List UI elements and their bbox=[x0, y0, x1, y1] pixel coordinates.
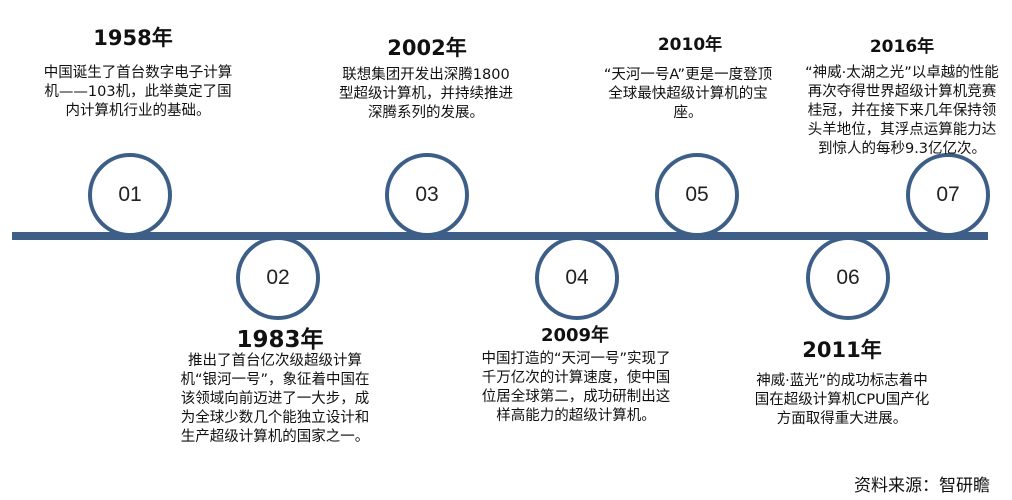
milestone-node-06: 06 bbox=[806, 236, 890, 320]
milestone-year-2010: 2010年 bbox=[657, 35, 723, 55]
milestone-node-05: 05 bbox=[655, 153, 739, 237]
milestone-desc-1983: 推出了首台亿次级超级计算机“银河一号”，象征着中国在该领域向前迈进了一大步，成为… bbox=[180, 353, 370, 445]
node-number: 05 bbox=[685, 183, 709, 206]
milestone-node-02: 02 bbox=[236, 236, 320, 320]
milestone-node-07: 07 bbox=[906, 153, 990, 237]
milestone-desc-2016: “神威·太湖之光”以卓越的性能再次夺得世界超级计算机竞赛桂冠，并在接下来几年保持… bbox=[805, 65, 999, 157]
node-number: 07 bbox=[936, 183, 960, 206]
milestone-year-1958: 1958年 bbox=[93, 26, 173, 50]
milestone-desc-1958: 中国诞生了首台数字电子计算机——103机，此举奠定了国内计算机行业的基础。 bbox=[43, 65, 233, 119]
node-number: 03 bbox=[415, 183, 439, 206]
milestone-desc-2009: 中国打造的“天河一号”实现了千万亿次的计算速度，使中国位居全球第二，成功研制出这… bbox=[481, 351, 671, 424]
milestone-desc-2010: “天河一号A”更是一度登顶全球最快超级计算机的宝座。 bbox=[603, 67, 773, 121]
milestone-desc-2002: 联想集团开发出深腾1800型超级计算机，并持续推进深腾系列的发展。 bbox=[339, 67, 513, 121]
milestone-year-2002: 2002年 bbox=[387, 36, 467, 60]
milestone-year-2016: 2016年 bbox=[869, 37, 935, 57]
timeline-line bbox=[12, 232, 988, 240]
node-number: 01 bbox=[118, 183, 142, 206]
source-note: 资料来源：智研瞻 bbox=[854, 476, 990, 496]
milestone-year-2009: 2009年 bbox=[540, 325, 610, 346]
milestone-node-03: 03 bbox=[385, 153, 469, 237]
milestone-year-1983: 1983年 bbox=[236, 327, 324, 353]
node-number: 06 bbox=[836, 266, 860, 289]
milestone-node-04: 04 bbox=[535, 236, 619, 320]
milestone-year-2011: 2011年 bbox=[802, 338, 882, 362]
milestone-node-01: 01 bbox=[88, 153, 172, 237]
milestone-desc-2011: 神威·蓝光”的成功标志着中国在超级计算机CPU国产化方面取得重大进展。 bbox=[754, 373, 930, 427]
node-number: 04 bbox=[565, 266, 589, 289]
node-number: 02 bbox=[266, 266, 290, 289]
